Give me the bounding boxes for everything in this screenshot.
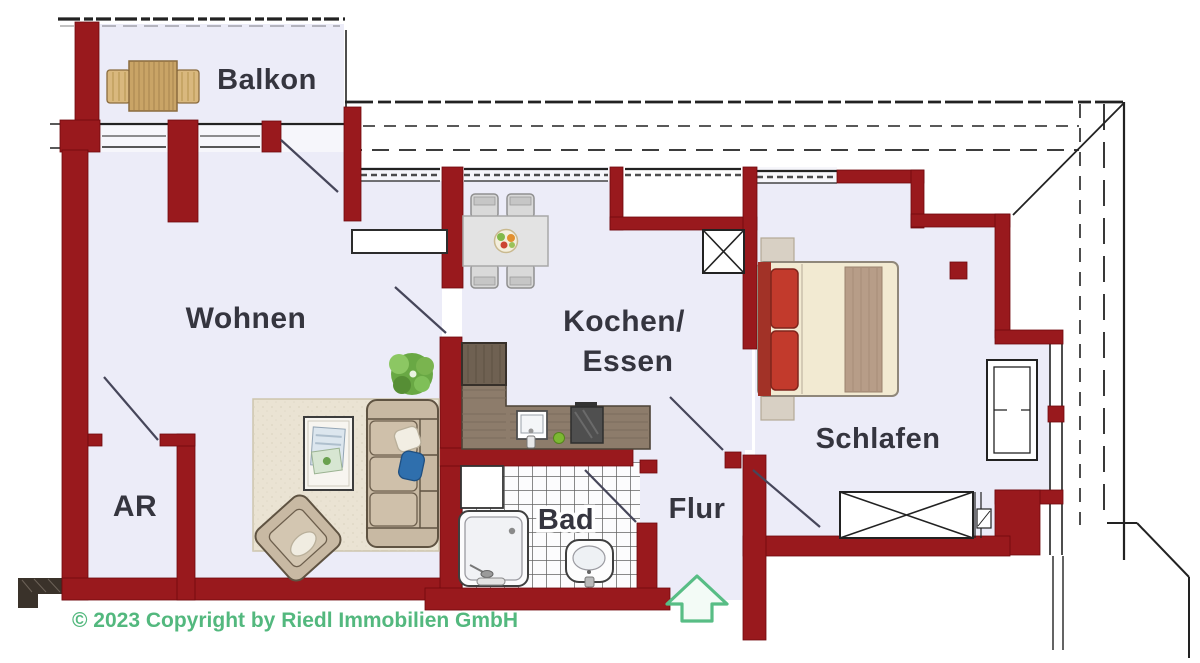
kitchen-sink (516, 410, 548, 449)
dining-set (462, 193, 549, 289)
bathroom-door-swing (584, 469, 637, 523)
wohnen-kochen-door-swing (394, 286, 447, 334)
room-label-ar: AR (113, 490, 157, 523)
washbasin (565, 539, 614, 588)
kitchen-flur-door-swing (669, 396, 724, 451)
bathroom-fixtures (458, 465, 614, 588)
room-label-balkon: Balkon (217, 64, 317, 96)
nightstand-top (760, 237, 795, 265)
living-room-furniture (252, 229, 448, 582)
room-label-schlafen: Schlafen (816, 423, 941, 455)
apartment-walls (59, 21, 1065, 641)
existing-structure-block (18, 578, 72, 608)
shower (458, 510, 529, 587)
room-labels: Balkon Wohnen AR Kochen/ Essen Bad Flur … (113, 64, 941, 540)
apple (553, 432, 565, 444)
room-label-wohnen: Wohnen (186, 302, 307, 335)
stove (570, 402, 604, 444)
balcony-table (128, 60, 178, 112)
sideboard (351, 229, 448, 254)
bedroom-door-swing (752, 469, 821, 528)
ar-door-swing (103, 376, 159, 441)
room-label-kochen: Kochen/ (563, 305, 685, 338)
bedroom-column (949, 261, 968, 280)
sofa (366, 399, 439, 548)
nightstand-bottom (760, 392, 795, 421)
sofa-pillow-blue (398, 450, 426, 482)
fruit-bowl (493, 228, 519, 254)
building-outline (50, 17, 1190, 658)
copyright-text: © 2023 Copyright by Riedl Immobilien Gmb… (72, 609, 518, 632)
plant (389, 353, 434, 395)
balcony-table-set (106, 60, 200, 112)
armchair (254, 494, 342, 582)
balcony-chair-right (175, 69, 200, 104)
sofa-pillow-white (393, 425, 422, 453)
wardrobe (839, 491, 992, 539)
room-label-bad: Bad (538, 504, 594, 536)
kitchen-counter (461, 342, 651, 450)
bedroom-window-band (757, 167, 837, 183)
balcony-door-opening (281, 122, 344, 152)
window-post (1047, 405, 1065, 423)
coffee-table (303, 416, 354, 491)
room-label-essen: Essen (583, 345, 674, 378)
facade-window-band (361, 167, 440, 181)
balcony-door-swing (280, 139, 339, 193)
balcony-chair-left (106, 69, 131, 104)
shaft-box (702, 229, 745, 274)
bedroom-furniture (757, 237, 1038, 539)
entrance-arrow-icon (665, 574, 729, 623)
washing-machine (460, 465, 504, 509)
double-bed (757, 261, 899, 397)
bay-window (986, 359, 1038, 461)
door-swings (103, 139, 821, 528)
room-label-flur: Flur (669, 493, 726, 525)
